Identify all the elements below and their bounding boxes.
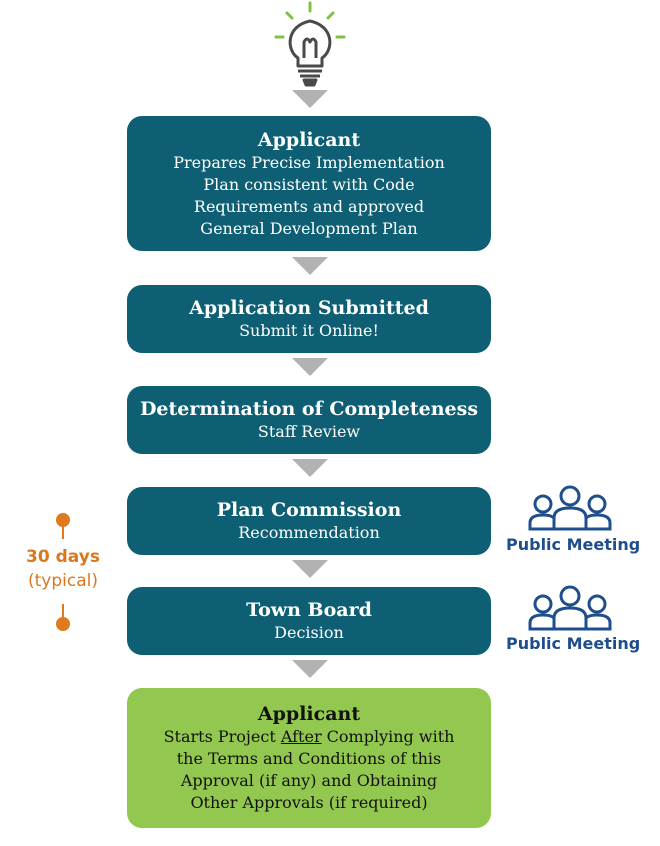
people-group-icon: [528, 585, 612, 631]
step-line: Other Approvals (if required): [190, 793, 428, 812]
step-line: Approval (if any) and Obtaining: [180, 771, 438, 790]
step-title: Application Submitted: [189, 297, 429, 319]
public-meeting-label: Public Meeting: [506, 634, 641, 653]
flow-arrow: [292, 660, 328, 678]
timeline-note: (typical): [28, 571, 98, 591]
step-line-pre: Starts Project: [163, 727, 281, 746]
step-title: Plan Commission: [216, 499, 402, 521]
step-line: Decision: [274, 623, 344, 642]
step-line: the Terms and Conditions of this: [176, 749, 442, 768]
step-line: Plan consistent with Code: [203, 174, 415, 194]
flow-arrow: [292, 257, 328, 275]
flow-arrow: [292, 459, 328, 477]
step-town-board: Town Board Decision: [127, 587, 491, 655]
step-applicant-prepares: Applicant Prepares Precise Implementatio…: [127, 116, 491, 251]
flow-arrow: [292, 358, 328, 376]
step-application-submitted: Application Submitted Submit it Online!: [127, 285, 491, 353]
public-meeting-label: Public Meeting: [506, 535, 641, 554]
step-plan-commission: Plan Commission Recommendation: [127, 487, 491, 555]
step-title: Town Board: [246, 599, 372, 621]
timeline-line: [62, 525, 64, 539]
step-title: Determination of Completeness: [139, 398, 479, 420]
step-determination-of-completeness: Determination of Completeness Staff Revi…: [127, 386, 491, 454]
step-line: Starts Project After Complying with: [164, 726, 455, 748]
flow-arrow: [292, 560, 328, 578]
step-line-underline: After: [280, 727, 322, 746]
step-line: General Development Plan: [200, 218, 418, 238]
flow-arrow: [292, 90, 328, 108]
step-line: Recommendation: [238, 523, 380, 542]
step-title: Applicant: [257, 128, 361, 151]
step-line: Submit it Online!: [239, 321, 379, 340]
timeline-label: 30 days (typical): [16, 545, 110, 593]
timeline-end-dot: [56, 617, 70, 631]
step-line: Prepares Precise Implementation: [173, 152, 445, 172]
step-applicant-starts-project: Applicant Starts Project After Complying…: [127, 688, 491, 828]
step-title: Applicant: [257, 703, 361, 725]
timeline-days: 30 days: [26, 547, 100, 567]
step-line-post: Complying with: [321, 727, 455, 746]
lightbulb-icon: [274, 1, 346, 87]
step-line: Staff Review: [257, 422, 361, 441]
step-line: Requirements and approved: [193, 196, 425, 216]
timeline-start-dot: [56, 513, 70, 527]
timeline-line: [62, 604, 64, 618]
people-group-icon: [528, 485, 612, 531]
